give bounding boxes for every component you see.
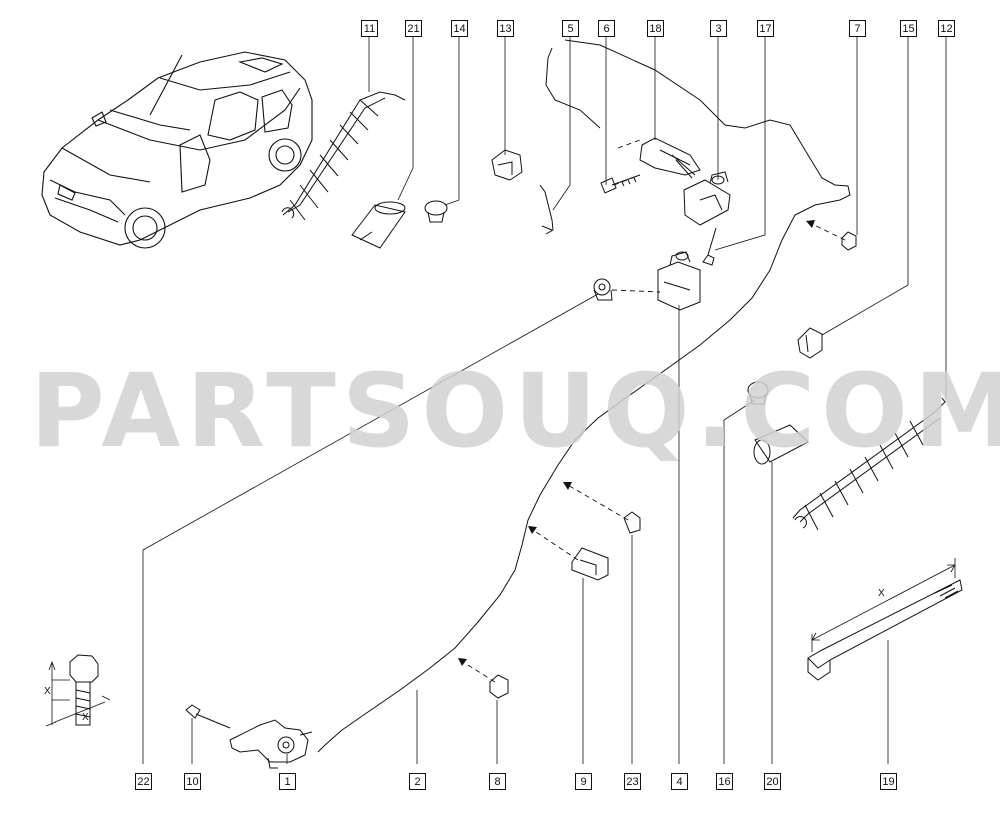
clip-9 <box>571 547 609 581</box>
sleeve-20 <box>753 424 809 465</box>
clip-8 <box>489 674 509 699</box>
callout-8[interactable]: 8 <box>489 773 506 790</box>
callout-4[interactable]: 4 <box>671 773 688 790</box>
bolt-width-label: X <box>82 712 89 723</box>
main-cable-2 <box>317 214 796 753</box>
callout-9[interactable]: 9 <box>575 773 592 790</box>
callout-2[interactable]: 2 <box>409 773 426 790</box>
callout-19[interactable]: 19 <box>880 773 897 790</box>
callout-21[interactable]: 21 <box>405 20 422 37</box>
assembly-lines <box>459 139 846 683</box>
screw-10 <box>185 704 231 729</box>
leader-lines <box>142 37 947 764</box>
clip-7 <box>841 231 857 251</box>
callout-16[interactable]: 16 <box>716 773 733 790</box>
plug-16 <box>747 381 769 405</box>
callout-3[interactable]: 3 <box>710 20 727 37</box>
callout-14[interactable]: 14 <box>451 20 468 37</box>
assembly-arrows <box>458 220 815 666</box>
callout-17[interactable]: 17 <box>757 20 774 37</box>
spring-11 <box>281 91 406 221</box>
callout-12[interactable]: 12 <box>938 20 955 37</box>
rod-5 <box>539 184 554 235</box>
callout-7[interactable]: 7 <box>849 20 866 37</box>
cable-tie-19 <box>807 558 963 681</box>
clip-13 <box>491 149 523 181</box>
bolt-length-label: X <box>44 686 51 697</box>
spring-12 <box>792 397 946 531</box>
callout-15[interactable]: 15 <box>900 20 917 37</box>
plug-14 <box>424 200 448 223</box>
bolt-dimension-detail <box>45 654 111 727</box>
callout-18[interactable]: 18 <box>647 20 664 37</box>
grommet-22 <box>593 278 613 301</box>
clip-15 <box>797 327 823 359</box>
callout-1[interactable]: 1 <box>279 773 296 790</box>
guide-4 <box>657 251 701 311</box>
sleeve-21 <box>351 201 406 249</box>
strap-length-label: X <box>878 588 885 599</box>
callout-20[interactable]: 20 <box>764 773 781 790</box>
callout-6[interactable]: 6 <box>598 20 615 37</box>
callout-11[interactable]: 11 <box>361 20 378 37</box>
release-handle-1 <box>229 719 313 769</box>
callout-22[interactable]: 22 <box>135 773 152 790</box>
clip-23 <box>623 511 641 534</box>
callout-13[interactable]: 13 <box>497 20 514 37</box>
upper-cable <box>545 39 851 216</box>
latch-assembly <box>639 137 731 226</box>
callout-10[interactable]: 10 <box>184 773 201 790</box>
callout-5[interactable]: 5 <box>562 20 579 37</box>
bolt-17 <box>702 227 717 266</box>
callout-23[interactable]: 23 <box>624 773 641 790</box>
car-illustration <box>41 51 313 249</box>
